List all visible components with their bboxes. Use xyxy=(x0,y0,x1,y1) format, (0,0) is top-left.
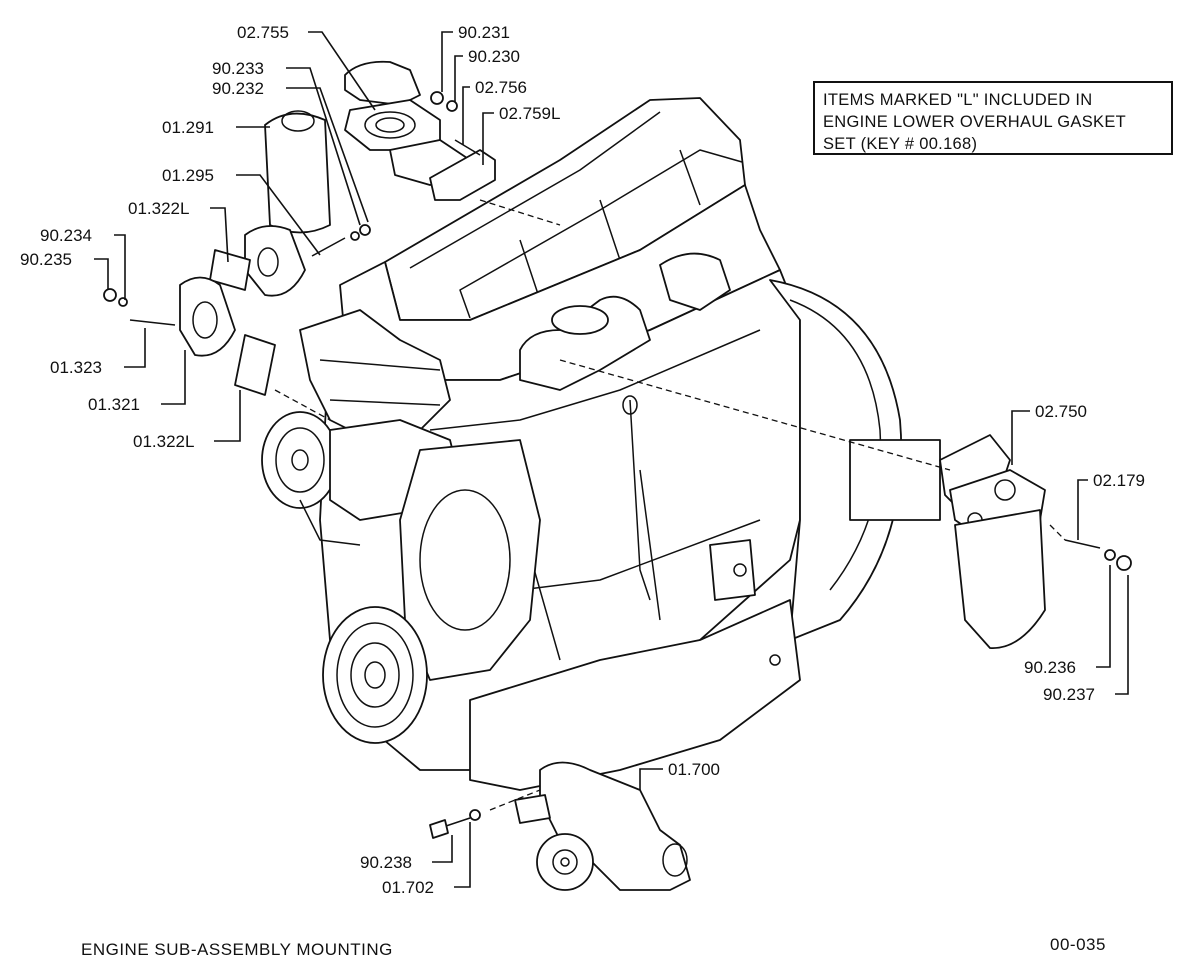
callout-90-232: 90.232 xyxy=(212,79,264,98)
callout-02-750: 02.750 xyxy=(1035,402,1087,421)
oil-filter-group xyxy=(103,110,371,396)
callout-02-759L: 02.759L xyxy=(499,104,560,123)
callout-01-700: 01.700 xyxy=(668,760,720,779)
callout-01-295: 01.295 xyxy=(162,166,214,185)
oil-pump-group xyxy=(429,761,691,891)
note-line-2: ENGINE LOWER OVERHAUL GASKET xyxy=(823,113,1127,131)
callout-90-236: 90.236 xyxy=(1024,658,1076,677)
callout-01-702: 01.702 xyxy=(382,878,434,897)
callout-01-321: 01.321 xyxy=(88,395,140,414)
callout-90-238: 90.238 xyxy=(360,853,412,872)
callout-02-179: 02.179 xyxy=(1093,471,1145,490)
callout-01-322L-top: 01.322L xyxy=(128,199,189,218)
engine-block xyxy=(261,97,941,791)
callout-01-322L-bottom: 01.322L xyxy=(133,432,194,451)
callout-90-235: 90.235 xyxy=(20,250,72,269)
callout-01-291: 01.291 xyxy=(162,118,214,137)
fuel-filter-group xyxy=(939,434,1132,649)
callout-labels: 02.755 90.231 90.230 90.233 90.232 02.75… xyxy=(20,23,1145,897)
callout-01-323: 01.323 xyxy=(50,358,102,377)
note-line-3: SET (KEY # 00.168) xyxy=(823,135,978,153)
leader-lines xyxy=(94,31,1129,888)
thermostat-housing-group xyxy=(344,60,496,201)
callout-02-756: 02.756 xyxy=(475,78,527,97)
note-line-1: ITEMS MARKED "L" INCLUDED IN xyxy=(823,91,1093,109)
callout-02-755: 02.755 xyxy=(237,23,289,42)
callout-90-237: 90.237 xyxy=(1043,685,1095,704)
gasket-set-note: ITEMS MARKED "L" INCLUDED IN ENGINE LOWE… xyxy=(813,81,1173,155)
assembly-lines xyxy=(274,199,1066,811)
callout-90-234: 90.234 xyxy=(40,226,92,245)
callout-90-231: 90.231 xyxy=(458,23,510,42)
callout-90-233: 90.233 xyxy=(212,59,264,78)
page-code: 00-035 xyxy=(1050,935,1106,954)
callout-90-230: 90.230 xyxy=(468,47,520,66)
diagram-title: ENGINE SUB-ASSEMBLY MOUNTING xyxy=(81,940,393,959)
